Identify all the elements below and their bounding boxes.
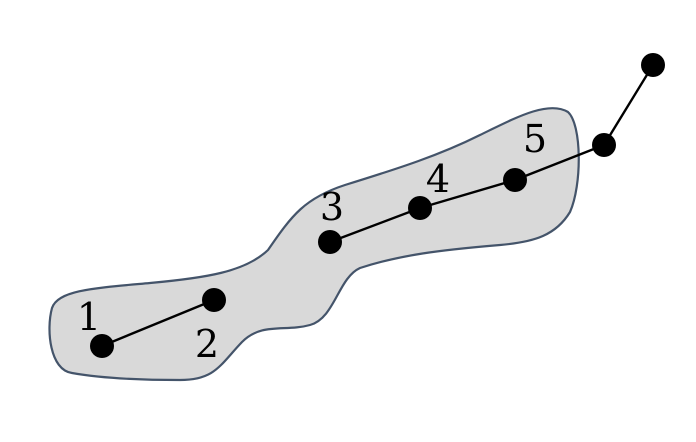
node-n5: [503, 168, 527, 192]
node-n6: [592, 133, 616, 157]
node-n3: [318, 230, 342, 254]
edge-n6-n7: [602, 63, 655, 147]
node-n7: [641, 53, 665, 77]
node-label-n1: 1: [77, 295, 101, 339]
node-n2: [202, 288, 226, 312]
edge-n5-n6: [513, 143, 606, 182]
labels-layer: 1 2 3 4 5: [77, 117, 547, 366]
node-n4: [408, 196, 432, 220]
nodes-layer: [90, 53, 665, 358]
edges-layer: [100, 63, 655, 348]
edge-n3-n4: [328, 206, 422, 244]
edge-n4-n5: [418, 178, 517, 210]
node-label-n2: 2: [195, 322, 219, 366]
node-label-n3: 3: [320, 185, 344, 229]
edge-n1-n2: [100, 298, 216, 348]
node-label-n5: 5: [523, 117, 547, 161]
node-label-n4: 4: [426, 157, 450, 201]
node-n1: [90, 334, 114, 358]
